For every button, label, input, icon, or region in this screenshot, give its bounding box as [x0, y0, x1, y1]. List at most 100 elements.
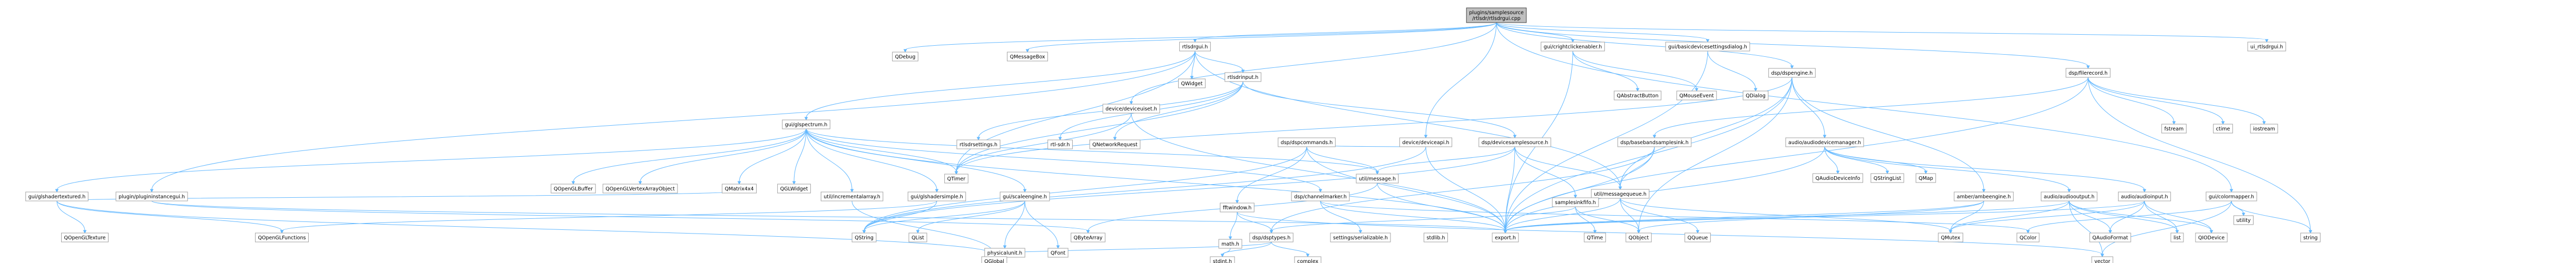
node-qabstractbutton[interactable]: QAbstractButton — [1613, 90, 1662, 100]
node-label: rtl-sdr.h — [1051, 142, 1070, 148]
edge-root-to-basicdev — [1496, 22, 1708, 41]
node-stdint[interactable]: stdint.h — [1210, 256, 1235, 263]
edge-root-to-uirtl — [1496, 22, 2267, 41]
node-qlist[interactable]: QList — [908, 232, 927, 242]
node-amberengine[interactable]: amber/ambeengine.h — [1954, 191, 2014, 201]
node-dspengine[interactable]: dsp/dspengine.h — [1768, 68, 1816, 78]
node-iostream[interactable]: iostream — [2250, 124, 2278, 134]
node-deviceapi[interactable]: device/deviceapi.h — [1399, 137, 1453, 147]
node-dspcommands[interactable]: dsp/dspcommands.h — [1278, 137, 1336, 147]
node-incrementalarray[interactable]: util/incrementalarray.h — [820, 191, 884, 201]
node-qglwidget[interactable]: QGLWidget — [777, 184, 811, 194]
node-qtime[interactable]: QTime — [1584, 232, 1606, 242]
node-qmouseevent[interactable]: QMouseEvent — [1676, 90, 1717, 100]
node-qaudiodeviceinfo[interactable]: QAudioDeviceInfo — [1813, 173, 1863, 183]
node-qstringlist[interactable]: QStringList — [1870, 173, 1904, 183]
node-rtlsdrgui[interactable]: rtlsdrgui.h — [1179, 42, 1211, 52]
node-root[interactable]: plugins/samplesource/rtlsdr/rtlsdrgui.cp… — [1466, 7, 1527, 23]
node-qopenglfunctions[interactable]: QOpenGLFunctions — [255, 232, 309, 242]
node-basicdev[interactable]: gui/basicdevicesettingsdialog.h — [1665, 42, 1750, 52]
node-pluginstance[interactable]: plugin/plugininstancegui.h — [115, 191, 188, 201]
node-rtlsdrinput[interactable]: rtlsdrinput.h — [1225, 72, 1261, 82]
node-stdlib[interactable]: stdlib.h — [1423, 232, 1448, 242]
node-qstring[interactable]: QString — [851, 232, 877, 242]
node-label: QMutex — [1941, 235, 1961, 241]
node-qopenglvao[interactable]: QOpenGLVertexArrayObject — [602, 184, 678, 194]
node-qfont[interactable]: QFont — [1047, 248, 1069, 258]
node-box — [908, 232, 927, 242]
node-qmap[interactable]: QMap — [1915, 173, 1936, 183]
node-box — [1591, 189, 1650, 199]
node-label: QNetworkRequest — [1092, 142, 1138, 148]
edge-audiooutput-to-exporth — [1505, 200, 2070, 231]
node-message[interactable]: util/message.h — [1356, 174, 1399, 184]
node-qmatrix4x4[interactable]: QMatrix4x4 — [721, 184, 757, 194]
node-vector[interactable]: vector — [2091, 256, 2113, 263]
node-colormapper[interactable]: gui/colormapper.h — [2206, 191, 2257, 201]
node-rtlsdrsettings[interactable]: rtlsdrsettings.h — [956, 139, 1001, 149]
node-qaudioformat[interactable]: QAudioFormat — [2089, 232, 2131, 242]
node-fstream[interactable]: fstream — [2161, 124, 2187, 134]
node-label: QTime — [1587, 235, 1603, 241]
node-uirtl[interactable]: ui_rtlsdrgui.h — [2247, 42, 2286, 52]
node-dspchannelmarker[interactable]: dsp/channelmarker.h — [1291, 191, 1350, 201]
node-ctime[interactable]: ctime — [2213, 124, 2233, 134]
node-qdialog[interactable]: QDialog — [1742, 90, 1769, 100]
node-audioinput[interactable]: audio/audioinput.h — [2118, 191, 2171, 201]
node-qcolor[interactable]: QColor — [2016, 232, 2040, 242]
edge-glshaderscaled-to-qglobal — [56, 200, 995, 255]
node-utility[interactable]: utility — [2233, 215, 2254, 225]
node-qbytearray[interactable]: QByteArray — [1071, 232, 1105, 242]
node-qopengltexture[interactable]: QOpenGLTexture — [61, 232, 109, 242]
node-guispectrum[interactable]: gui/glspectrum.h — [782, 119, 830, 129]
edge-arrowhead — [55, 189, 59, 193]
node-devicesamplesource[interactable]: dsp/devicesamplesource.h — [1478, 137, 1551, 147]
node-qopenglbuffer[interactable]: QOpenGLBuffer — [551, 184, 596, 194]
edge-arrowhead — [2108, 230, 2112, 234]
node-physicalunit[interactable]: physicalunit.h — [984, 248, 1025, 258]
node-glshaderscaled[interactable]: gui/glshadertextured.h — [25, 191, 89, 201]
node-label: ui_rtlsdrgui.h — [2250, 44, 2283, 50]
node-qwidget[interactable]: QWidget — [1178, 78, 1206, 88]
node-basebandsamplesink[interactable]: dsp/basebandsamplesink.h — [1617, 137, 1692, 147]
node-filerecord[interactable]: dsp/filerecord.h — [2065, 68, 2111, 78]
node-qmutex[interactable]: QMutex — [1938, 232, 1963, 242]
node-scaleengine[interactable]: gui/scaleengine.h — [1000, 191, 1050, 201]
edge-amberengine-to-qmutex — [1950, 200, 1984, 231]
edge-arrowhead — [1573, 195, 1578, 199]
node-qqueue[interactable]: QQueue — [1684, 232, 1711, 242]
node-clickable[interactable]: gui/crightclickenabler.h — [1541, 42, 1605, 52]
node-settings[interactable]: settings/serializable.h — [1330, 232, 1391, 242]
node-dsptypes[interactable]: dsp/dsptypes.h — [1249, 232, 1294, 242]
node-qdebug[interactable]: QDebug — [892, 52, 918, 62]
node-audiooutput[interactable]: audio/audiooutput.h — [2041, 191, 2098, 201]
node-qobject[interactable]: QObject — [1625, 232, 1652, 242]
node-qmessagebox[interactable]: QMessageBox — [1007, 52, 1048, 62]
node-exporth[interactable]: export.h — [1492, 232, 1519, 242]
node-deviceuiset[interactable]: device/deviceuiset.h — [1102, 104, 1160, 114]
node-mathh[interactable]: math.h — [1218, 239, 1242, 249]
node-string[interactable]: string — [2300, 232, 2321, 242]
node-glshadersimple[interactable]: gui/glshadersimple.h — [907, 191, 966, 201]
node-label: gui/basicdevicesettingsdialog.h — [1668, 44, 1747, 50]
node-complex[interactable]: complex — [1294, 256, 1321, 263]
node-audiodevicemanager[interactable]: audio/audiodevicemanager.h — [1785, 137, 1864, 147]
edge-arrowhead — [1652, 135, 1657, 139]
edge-arrowhead — [638, 181, 642, 185]
node-label: gui/crightclickenabler.h — [1544, 44, 1602, 50]
node-qiodevice[interactable]: QIODevice — [2195, 232, 2228, 242]
node-qtimer[interactable]: QTimer — [944, 174, 968, 184]
edge-scaleengine-to-qfont — [1024, 200, 1059, 247]
edge-arrowhead — [2142, 189, 2147, 193]
node-label: QIODevice — [2198, 235, 2225, 241]
node-list[interactable]: list — [2170, 232, 2184, 242]
node-messagequeue[interactable]: util/messagequeue.h — [1591, 189, 1650, 199]
node-fftwindow[interactable]: fftwindow.h — [1220, 203, 1255, 213]
node-samplesinkfifo[interactable]: samplesinkfifo.h — [1552, 197, 1599, 207]
node-rtlsdrh[interactable]: rtl-sdr.h — [1047, 139, 1073, 149]
node-qnetworkrequest[interactable]: QNetworkRequest — [1089, 139, 1141, 149]
node-qglobal[interactable]: QGlobal — [981, 256, 1007, 263]
edge-glshadersimple-to-qstring — [864, 200, 937, 231]
edge-guispectrum-to-qopenglbuffer — [573, 128, 807, 183]
node-label: string — [2303, 235, 2317, 241]
